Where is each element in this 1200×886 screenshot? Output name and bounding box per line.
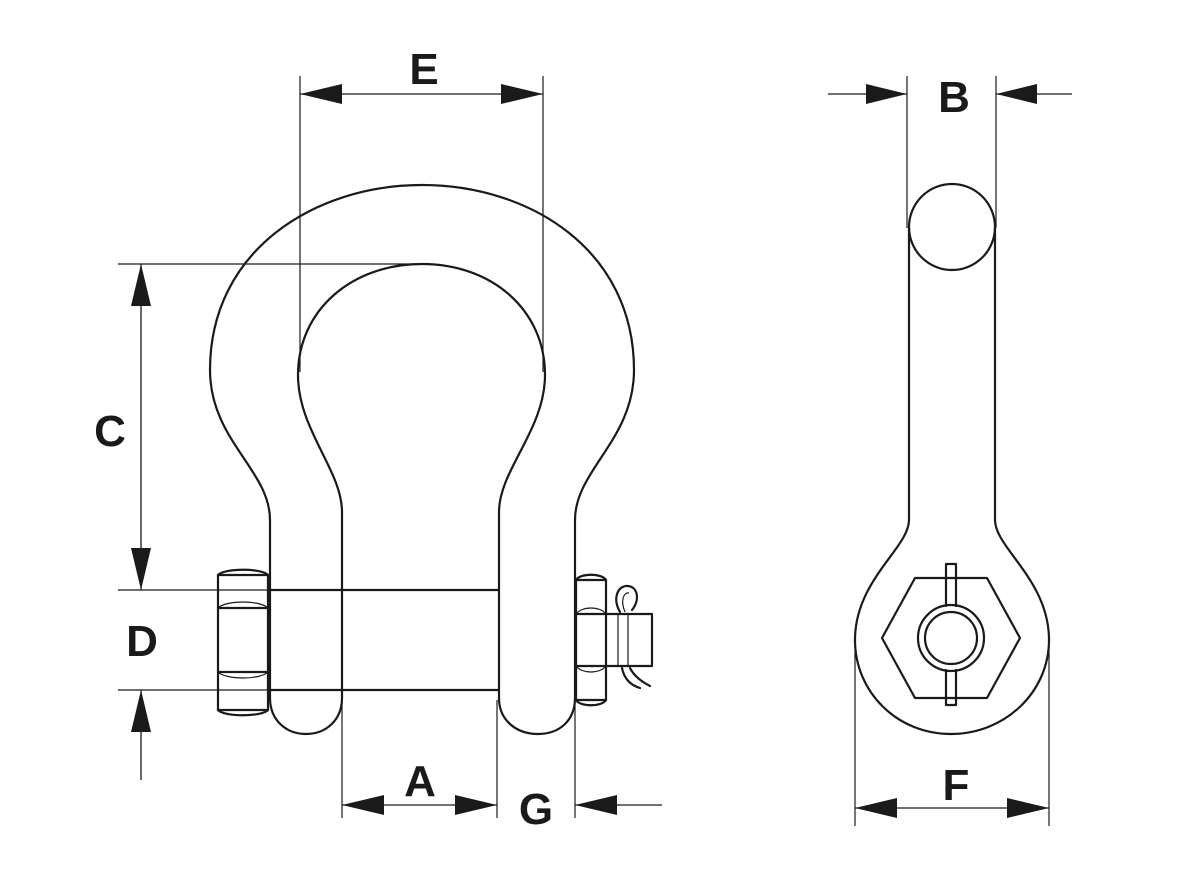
pin-outer-ring [916,603,986,673]
bow-cross-section [907,182,997,272]
shackle-bow-outer [208,183,636,736]
shackle-bow-inner-contour [297,263,546,376]
label-a: A [404,757,436,806]
shackle-front-view [208,183,654,736]
label-f: F [943,761,970,810]
dimension-d [131,690,151,780]
shackle-side-view [853,182,1051,736]
label-b: B [938,73,970,122]
label-c: C [94,407,126,456]
label-g: G [519,785,553,834]
pin-end [923,610,979,666]
side-body [853,226,1051,736]
dimension-f [855,798,1049,818]
side-cotter-pin [944,562,958,707]
extension-lines [118,76,1050,826]
dimension-c [131,264,151,590]
pin-body [268,588,501,692]
hex-nut-right [574,573,608,707]
dimension-g [575,795,662,815]
label-e: E [409,45,438,94]
cotter-pin [604,584,654,690]
side-hex-nut [880,576,1022,700]
dimension-e [300,84,543,104]
dimension-a [342,795,497,815]
label-d: D [126,617,158,666]
hex-head-left [216,568,270,717]
dimension-b [828,84,1072,104]
